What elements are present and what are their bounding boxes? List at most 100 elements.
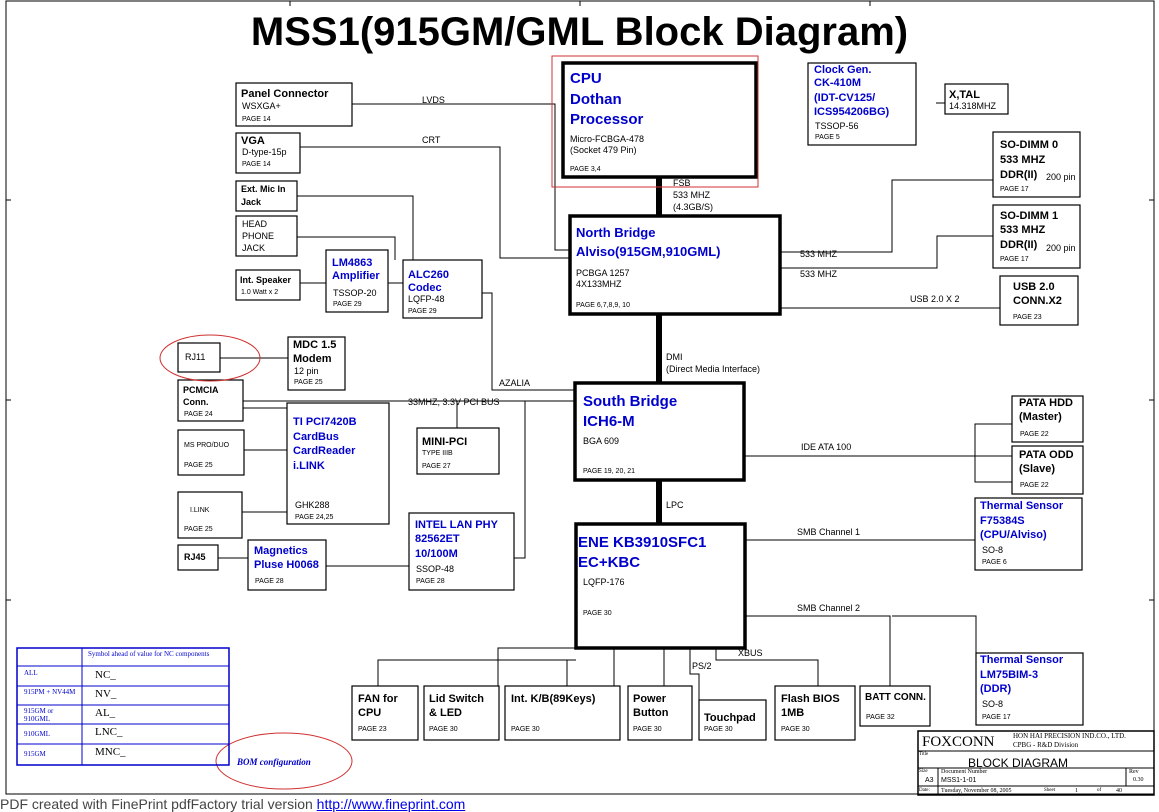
- box-sodimm1: [992, 204, 1081, 269]
- pataodd-line1: PATA ODD: [1019, 449, 1074, 461]
- lid-line2: & LED: [429, 707, 462, 719]
- batt-page: PAGE 32: [866, 714, 895, 721]
- nb-sub2: 4X133MHZ: [576, 279, 622, 289]
- box-clock: [807, 62, 917, 146]
- legend-row-1-val: NV_: [95, 688, 117, 700]
- box-sb: [573, 381, 746, 482]
- legend-row-0-key: ALL: [24, 669, 38, 677]
- pcmcia-page: PAGE 24: [184, 411, 213, 418]
- patahdd-line1: PATA HDD: [1019, 397, 1073, 409]
- sodimm0-line1: SO-DIMM 0: [1000, 139, 1059, 151]
- cpu-sub1: Micro-FCBGA-478: [570, 134, 645, 144]
- intspk-name: Int. Speaker: [240, 275, 292, 285]
- box-magnetics: [247, 539, 327, 591]
- component-boxes: [177, 62, 1084, 741]
- bus-pci: 33MHZ, 3.3V PCI BUS: [408, 397, 500, 407]
- power-line2: Button: [633, 707, 669, 719]
- ti-line1: TI PCI7420B: [293, 416, 357, 428]
- legend-header: Symbol ahead of value for NC components: [88, 650, 210, 658]
- extmic-line2: Jack: [241, 197, 262, 207]
- box-mspro: [177, 429, 245, 476]
- box-xtal: [944, 83, 1009, 115]
- box-lid: [423, 685, 500, 741]
- sodimm1-pin: 200 pin: [1046, 243, 1076, 253]
- patahdd-page: PAGE 22: [1020, 431, 1049, 438]
- legend-table: [16, 647, 230, 766]
- tb-docnum: MSS1-1-01: [941, 777, 977, 784]
- sodimm1-line2: 533 MHZ: [1000, 224, 1046, 236]
- clock-line3: (IDT-CV125/: [814, 92, 876, 104]
- tb-of: 40: [1116, 788, 1122, 794]
- tb-of-label: of: [1097, 788, 1102, 793]
- vga-name: VGA: [241, 135, 265, 147]
- touchpad-name: Touchpad: [704, 712, 756, 724]
- box-power: [627, 685, 693, 741]
- usb-page: PAGE 23: [1013, 314, 1042, 321]
- tb-size: A3: [925, 777, 934, 784]
- cpu-highlight: [551, 55, 759, 188]
- lm4863-line2: Amplifier: [332, 270, 380, 282]
- thermal1-line1: Thermal Sensor: [980, 500, 1064, 512]
- legend-row-4-key: 915GM: [24, 750, 46, 758]
- panel-page: PAGE 14: [242, 116, 271, 123]
- mspro-name: MS PRO/DUO: [184, 442, 230, 449]
- mdc-line1: MDC 1.5: [293, 339, 337, 351]
- footer-link[interactable]: http://www.fineprint.com: [316, 796, 466, 812]
- bus-ide: IDE ATA 100: [801, 442, 852, 452]
- bus-fsb2: 533 MHZ: [673, 190, 711, 200]
- tb-docnum-label: Document Number: [941, 769, 988, 775]
- tb-company: FOXCONN: [922, 734, 995, 750]
- minipci-page: PAGE 27: [422, 463, 451, 470]
- patahdd-line2: (Master): [1019, 411, 1062, 423]
- tb-rev-label: Rev: [1129, 769, 1139, 775]
- power-line1: Power: [633, 693, 667, 705]
- usb-line2: CONN.X2: [1013, 295, 1062, 307]
- fan-line1: FAN for: [358, 693, 398, 705]
- magnetics-page: PAGE 28: [255, 578, 284, 585]
- box-thermal1: [974, 497, 1083, 571]
- pcmcia-line1: PCMCIA: [183, 385, 219, 395]
- box-minipci: [416, 427, 500, 475]
- sb-page: PAGE 19, 20, 21: [583, 468, 636, 475]
- bus-dmi2: (Direct Media Interface): [666, 364, 761, 374]
- minipci-name: MINI-PCI: [422, 436, 468, 448]
- magnetics-line2: Pluse H0068: [254, 559, 319, 571]
- box-lm4863: [325, 249, 389, 313]
- ene-line2: EC+KBC: [578, 554, 641, 571]
- flash-line1: Flash BIOS: [781, 693, 840, 705]
- thermal2-sub: SO-8: [982, 699, 1004, 709]
- lan-page: PAGE 28: [416, 578, 445, 585]
- flash-line2: 1MB: [781, 707, 805, 719]
- cpu-page: PAGE 3,4: [570, 166, 601, 173]
- thermal2-line3: (DDR): [980, 683, 1012, 695]
- legend-row-3-key: 910GML: [24, 730, 51, 738]
- box-ene: [574, 522, 747, 650]
- ti-line3: CardReader: [293, 445, 356, 457]
- box-panel: [235, 82, 353, 127]
- box-fan: [351, 685, 419, 741]
- nb-line1: North Bridge: [576, 225, 656, 240]
- box-head: [235, 215, 298, 257]
- flash-page: PAGE 30: [781, 726, 810, 733]
- vga-page: PAGE 14: [242, 161, 271, 168]
- mdc-sub: 12 pin: [294, 366, 319, 376]
- clock-line4: ICS954206BG): [814, 106, 890, 118]
- head-line1: HEAD: [242, 219, 268, 229]
- lm4863-sub: TSSOP-20: [333, 288, 377, 298]
- footer-text: PDF created with FinePrint pdfFactory tr…: [0, 796, 317, 812]
- box-pataodd: [1011, 445, 1084, 495]
- magnetics-line1: Magnetics: [254, 545, 308, 557]
- box-usb: [999, 275, 1079, 326]
- lan-sub: SSOP-48: [416, 564, 455, 574]
- diagram-title: MSS1(915GM/GML Block Diagram): [250, 10, 909, 54]
- border-ticks: [6, 1, 1154, 601]
- lid-line1: Lid Switch: [429, 693, 484, 705]
- bus-lines: [218, 102, 1012, 700]
- sodimm1-line1: SO-DIMM 1: [1000, 210, 1059, 222]
- thermal1-line2: F75384S: [980, 515, 1025, 527]
- tb-sheet-label: Sheet: [1044, 788, 1056, 793]
- alc260-sub: LQFP-48: [408, 294, 445, 304]
- rj45-name: RJ45: [184, 552, 206, 562]
- alc260-line2: Codec: [408, 282, 442, 294]
- sodimm1-line3: DDR(II): [1000, 239, 1038, 251]
